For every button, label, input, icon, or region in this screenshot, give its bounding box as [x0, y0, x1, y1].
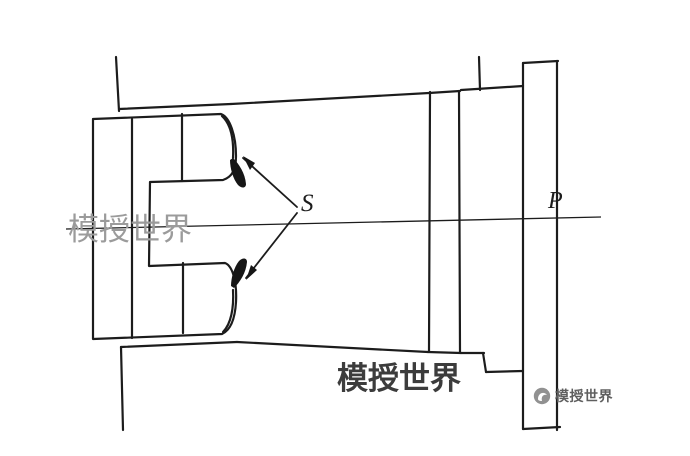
swirl-logo-icon	[533, 387, 551, 405]
dimension-label-s: S	[301, 190, 314, 217]
prong-tip-details	[230, 156, 257, 288]
watermark-corner: 模授世界	[533, 386, 613, 406]
die-block	[459, 55, 562, 432]
outer-plate-lines	[114, 55, 239, 432]
flange-lines	[427, 89, 462, 354]
cylinder-body	[229, 89, 463, 355]
arrowhead-lower	[246, 265, 257, 280]
punch-fork	[91, 112, 238, 341]
arrowhead-upper	[243, 156, 255, 170]
drawing-lines	[91, 55, 562, 432]
watermark-corner-text: 模授世界	[555, 388, 613, 404]
leader-lines	[242, 157, 298, 279]
centerline	[65, 216, 602, 230]
dimension-label-p: P	[547, 188, 563, 214]
